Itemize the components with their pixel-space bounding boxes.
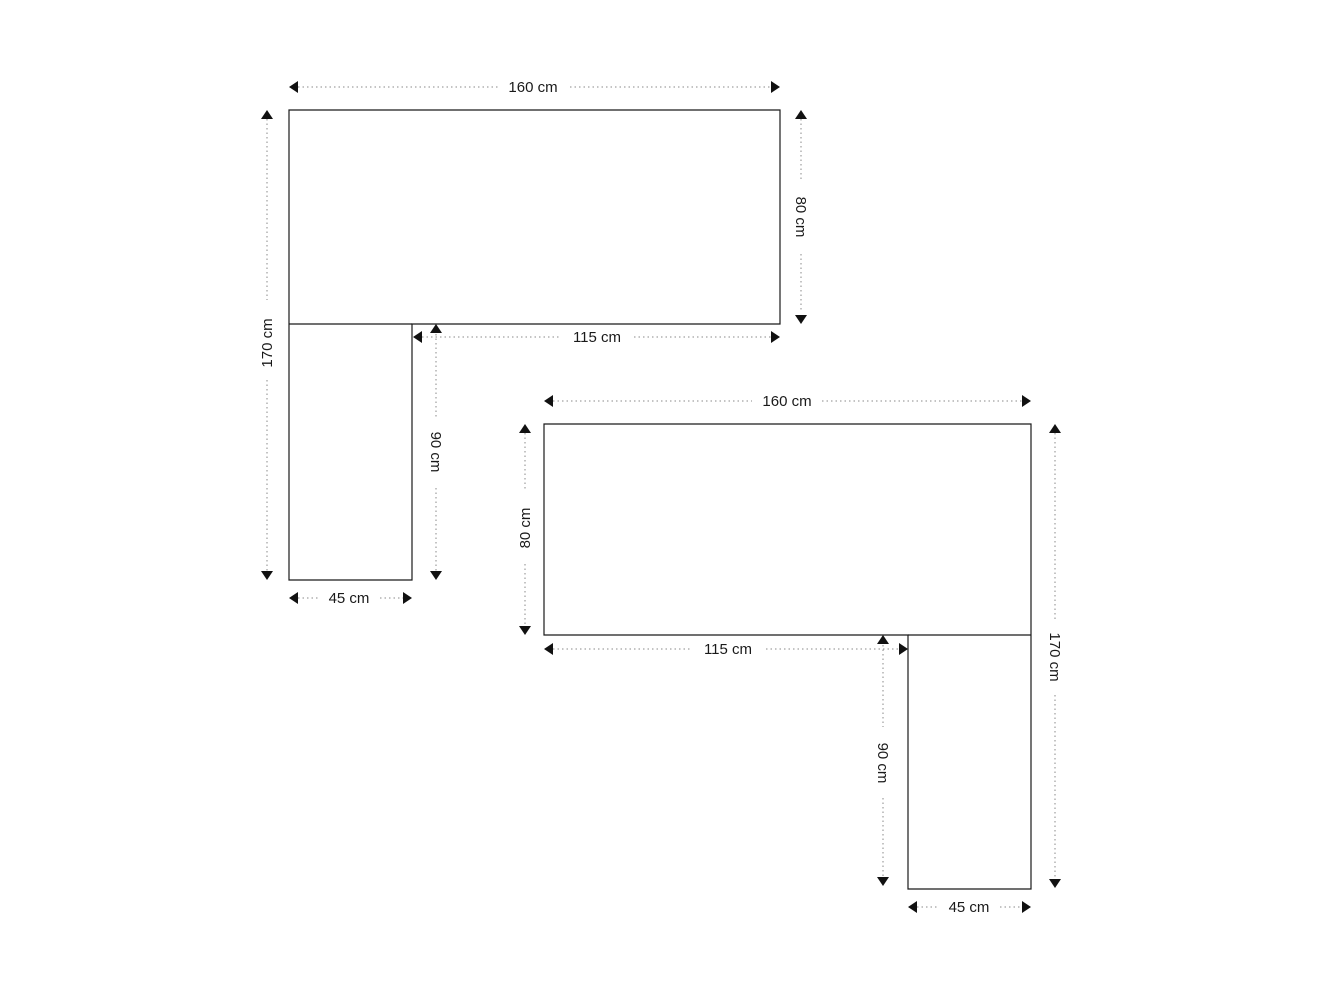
label-total-width: 160 cm bbox=[508, 79, 557, 96]
arrow-right-icon bbox=[1022, 901, 1031, 913]
arrow-down-icon bbox=[519, 626, 531, 635]
label-total-width: 160 cm bbox=[762, 393, 811, 410]
arrow-down-icon bbox=[795, 315, 807, 324]
arrow-left-icon bbox=[289, 592, 298, 604]
arrow-up-icon bbox=[877, 635, 889, 644]
arrow-left-icon bbox=[544, 643, 553, 655]
dim-main-depth: 80 cm bbox=[792, 110, 809, 324]
arrow-left-icon bbox=[289, 81, 298, 93]
label-main-inner-width: 115 cm bbox=[704, 641, 752, 658]
dim-main-inner-width: 115 cm bbox=[413, 329, 780, 346]
dim-total-depth: 170 cm bbox=[259, 110, 276, 580]
dim-main-depth: 80 cm bbox=[517, 424, 534, 635]
dim-return-length: 90 cm bbox=[427, 324, 444, 580]
arrow-left-icon bbox=[544, 395, 553, 407]
dim-return-length: 90 cm bbox=[874, 635, 891, 886]
label-return-width: 45 cm bbox=[949, 899, 990, 916]
arrow-right-icon bbox=[771, 81, 780, 93]
label-total-depth: 170 cm bbox=[1046, 632, 1063, 681]
arrow-up-icon bbox=[795, 110, 807, 119]
label-return-length: 90 cm bbox=[427, 432, 444, 473]
dim-total-width: 160 cm bbox=[289, 79, 780, 96]
label-main-inner-width: 115 cm bbox=[573, 329, 621, 346]
label-return-width: 45 cm bbox=[329, 590, 370, 607]
label-total-depth: 170 cm bbox=[259, 318, 276, 367]
arrow-down-icon bbox=[430, 571, 442, 580]
label-main-depth: 80 cm bbox=[792, 197, 809, 238]
arrow-right-icon bbox=[899, 643, 908, 655]
desk-outline bbox=[543, 423, 1032, 890]
dim-return-width: 45 cm bbox=[908, 899, 1031, 916]
arrow-up-icon bbox=[430, 324, 442, 333]
desk-right-return: 160 cm 80 cm 170 cm 115 cm bbox=[517, 393, 1063, 916]
dim-return-width: 45 cm bbox=[289, 590, 412, 607]
arrow-right-icon bbox=[771, 331, 780, 343]
arrow-right-icon bbox=[1022, 395, 1031, 407]
arrow-down-icon bbox=[877, 877, 889, 886]
arrow-right-icon bbox=[403, 592, 412, 604]
arrow-down-icon bbox=[1049, 879, 1061, 888]
label-return-length: 90 cm bbox=[874, 743, 891, 784]
desk-left-return: 160 cm 170 cm 80 cm 115 cm bbox=[259, 79, 809, 607]
arrow-up-icon bbox=[519, 424, 531, 433]
arrow-left-icon bbox=[413, 331, 422, 343]
label-main-depth: 80 cm bbox=[517, 508, 534, 549]
dim-total-width: 160 cm bbox=[544, 393, 1031, 410]
arrow-up-icon bbox=[261, 110, 273, 119]
arrow-up-icon bbox=[1049, 424, 1061, 433]
arrow-down-icon bbox=[261, 571, 273, 580]
arrow-left-icon bbox=[908, 901, 917, 913]
dim-main-inner-width: 115 cm bbox=[544, 641, 908, 658]
dim-total-depth: 170 cm bbox=[1046, 424, 1063, 888]
